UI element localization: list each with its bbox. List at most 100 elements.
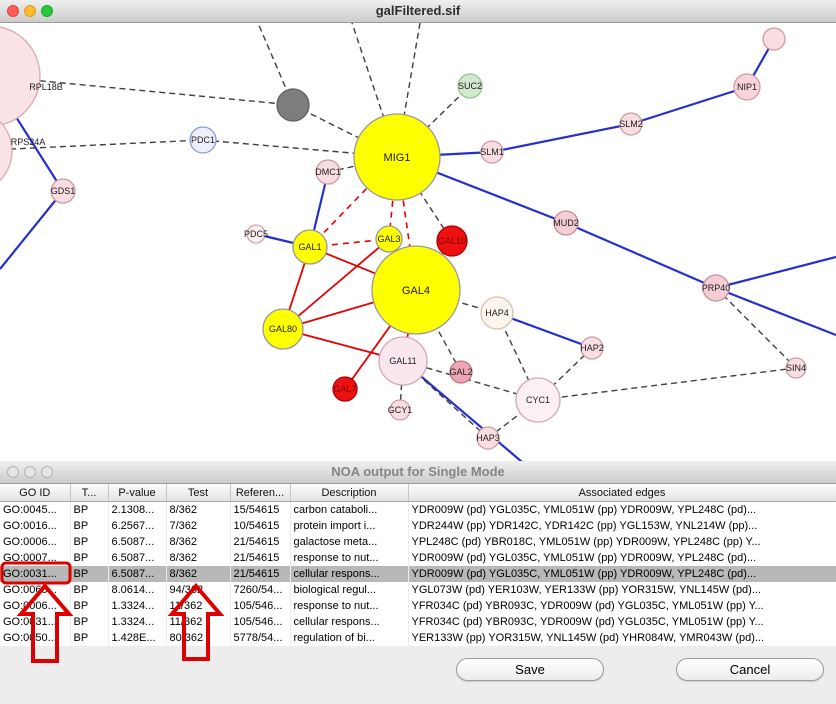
graph-node-gal7[interactable] [332,376,358,402]
cell-go-id: GO:0007... [0,550,71,566]
graph-edge-gds1-off-left-a[interactable] [0,190,64,270]
graph-node-hap2[interactable] [580,336,604,360]
graph-edge-prp40-off-right-b[interactable] [715,286,836,337]
graph-node-label-gal3: GAL3 [377,234,400,244]
button-bar: Save Cancel [0,645,836,704]
graph-node-cyc1[interactable] [515,377,561,423]
graph-node-gal80[interactable] [262,308,304,350]
cell-p-value: 1.428E... [108,630,167,646]
cell-description: regulation of bi... [290,630,409,646]
minimize-button[interactable] [24,5,36,17]
graph-node-pdc1[interactable] [189,126,217,154]
graph-node-mig1[interactable] [353,113,441,201]
cell-test: 8/362 [166,534,231,550]
cell-test: 8/362 [166,566,231,582]
graph-node-gal10[interactable] [436,225,468,257]
network-canvas[interactable]: GDS1PDC1DMC1MIG1SUC2SLM1SLM2NIP1MUD2PRP4… [0,23,836,462]
noa-window-titlebar[interactable]: NOA output for Single Mode [0,461,836,484]
cell-reference: 21/54615 [230,566,291,582]
network-window-titlebar[interactable]: galFiltered.sif [0,0,836,23]
graph-node-gal2[interactable] [449,360,473,384]
graph-edge-sin4-cyc1[interactable] [537,367,797,401]
graph-node-pdc5[interactable] [246,224,266,244]
column-header-test[interactable]: Test [166,484,231,502]
graph-edge-rpl18b-node-gray-node[interactable] [0,76,294,106]
graph-node-gal4[interactable] [371,245,461,335]
graph-edge-slm2-nip1[interactable] [630,85,748,126]
cell-associated-edges: YFR034C (pd) YBR093C, YDR009W (pd) YGL03… [408,614,836,630]
cell-description: cellular respons... [290,566,409,582]
cell-associated-edges: YDR009W (pd) YGL035C, YML051W (pp) YDR00… [408,550,836,566]
column-header-description[interactable]: Description [290,484,409,502]
graph-edge-rps24a-node-pdc1[interactable] [0,139,204,151]
cell-description: galactose meta... [290,534,409,550]
column-header-type[interactable]: T... [70,484,109,502]
graph-node-gray-node[interactable] [276,88,310,122]
column-header-associated-edges[interactable]: Associated edges [408,484,836,502]
graph-node-label-sin4: SIN4 [786,363,806,373]
graph-node-rps24a-node[interactable] [0,109,13,193]
graph-node-prp40[interactable] [702,274,730,302]
graph-node-label-gal10: GAL10 [438,236,466,246]
cell-type: BP [70,566,109,582]
graph-edge-mig1-gal1[interactable] [309,156,398,248]
graph-edge-mud2-prp40[interactable] [565,221,717,290]
cell-reference: 5778/54... [230,630,291,646]
zoom-button[interactable] [41,5,53,17]
graph-node-label-dmc1: DMC1 [315,167,341,177]
cell-reference: 105/546... [230,598,291,614]
graph-node-sin4[interactable] [785,357,807,379]
graph-node-rpl18b-node[interactable] [0,26,41,126]
graph-node-gal1[interactable] [292,229,328,265]
graph-edge-mig1-suc2[interactable] [396,85,471,158]
graph-edge-cyc1-gal11[interactable] [402,360,539,401]
zoom-button[interactable] [41,466,53,478]
column-header-p-value[interactable]: P-value [108,484,167,502]
graph-node-label-hap2: HAP2 [580,343,604,353]
graph-node-label-rpl18b: RPL18B [29,82,63,92]
save-button[interactable]: Save [456,658,604,681]
graph-node-gcy1[interactable] [389,399,411,421]
graph-edge-gal2-gal4[interactable] [415,289,462,373]
graph-node-mud2[interactable] [553,210,579,236]
graph-edge-hap4-hap2[interactable] [496,311,593,350]
cell-go-id: GO:0031... [0,614,71,630]
graph-edge-gal80-gal3[interactable] [282,238,390,330]
graph-edge-prp40-off-right-a[interactable] [715,255,836,290]
graph-node-gal3[interactable] [375,225,403,253]
cancel-button[interactable]: Cancel [676,658,824,681]
graph-node-gal11[interactable] [378,336,428,386]
graph-node-dmc1[interactable] [315,159,341,185]
graph-node-hap3[interactable] [476,426,500,450]
graph-edge-slm1-slm2[interactable] [491,122,632,154]
graph-node-topright-node[interactable] [762,27,786,51]
column-header-reference[interactable]: Referen... [230,484,291,502]
graph-node-slm1[interactable] [480,140,504,164]
graph-edge-prp40-sin4[interactable] [715,287,797,369]
graph-node-hap4[interactable] [480,296,514,330]
minimize-button[interactable] [24,466,36,478]
graph-edge-mig1-gal10[interactable] [396,156,453,242]
cell-description: response to nut... [290,598,409,614]
graph-edge-gal11-off-bottom-a[interactable] [402,360,523,462]
cell-go-id: GO:0016... [0,518,71,534]
close-button[interactable] [7,466,19,478]
graph-node-gds1[interactable] [50,178,76,204]
graph-node-nip1[interactable] [733,73,761,101]
graph-node-suc2[interactable] [457,73,483,99]
graph-background [0,23,836,462]
close-button[interactable] [7,5,19,17]
column-header-go-id[interactable]: GO ID [0,484,71,502]
graph-node-slm2[interactable] [619,112,643,136]
